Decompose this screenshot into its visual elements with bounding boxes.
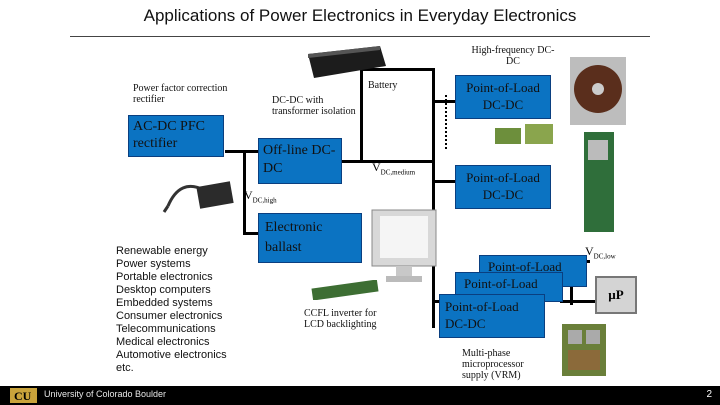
bus-line-to-pol-stack (432, 300, 444, 303)
acdc-pfc-box: AC-DC PFC rectifier (128, 115, 224, 157)
list-item: Consumer electronics (116, 310, 223, 322)
pol-dcdc-box-1: Point-of-Load DC-DC (455, 75, 551, 119)
list-item: Embedded systems (116, 297, 213, 309)
ccfl-board-image (311, 280, 379, 300)
svg-text:CU: CU (14, 389, 32, 403)
vdc-high-sub: DC,high (252, 196, 277, 205)
list-item: Automotive electronics (116, 349, 227, 361)
bus-line-to-pol1 (432, 100, 457, 103)
list-item: Power systems (116, 258, 191, 270)
bus-line-mid-vertical (360, 68, 363, 163)
multiphase-label: Multi-phase microprocessor supply (VRM) (462, 348, 524, 381)
bus-line-to-ballast (243, 232, 261, 235)
list-item: Desktop computers (116, 284, 211, 296)
list-item: Portable electronics (116, 271, 213, 283)
power-factor-label: Power factor correction rectifier (133, 83, 228, 105)
hard-drive-image (570, 57, 626, 125)
bus-line-offline-to-right (340, 160, 435, 163)
monitor-image (371, 209, 437, 282)
vdc-medium-label: VDC,medium (372, 160, 415, 176)
vdc-high-label: VDC,high (244, 188, 277, 204)
vdc-low-sub: DC,low (593, 252, 616, 261)
microprocessor-chip: µP (595, 276, 637, 314)
footer-bar: CU University of Colorado Boulder 2 (0, 386, 720, 405)
list-item: Medical electronics (116, 336, 210, 348)
vdc-medium-sub: DC,medium (380, 168, 416, 177)
battery-label: Battery (368, 80, 398, 91)
ccfl-label: CCFL inverter for LCD backlighting (304, 308, 377, 330)
university-name: University of Colorado Boulder (44, 389, 167, 399)
offline-dcdc-box: Off-line DC-DC (258, 138, 342, 184)
bus-line-pol-to-chip (560, 300, 595, 303)
high-frequency-label: High-frequency DC-DC (471, 45, 555, 67)
telecom-card-image (584, 132, 614, 232)
university-logo-icon: CU (10, 388, 37, 403)
vdc-low-main: V (585, 244, 594, 258)
list-item: Telecommunications (116, 323, 216, 335)
vrm-board-image (562, 324, 606, 376)
electronic-ballast-box: Electronic ballast (258, 213, 362, 263)
bus-line-acdc-to-offline (225, 150, 260, 153)
power-adapter-image (162, 181, 234, 213)
title-rule (70, 36, 650, 37)
vdc-high-main: V (244, 188, 253, 202)
list-item: Renewable energy (116, 245, 208, 257)
slide-title: Applications of Power Electronics in Eve… (143, 6, 577, 25)
battery-image (308, 46, 386, 78)
dcdc-isolation-label: DC-DC with transformer isolation (272, 95, 356, 117)
list-item: etc. (116, 362, 134, 374)
bus-line-high-vertical (243, 150, 246, 235)
bus-line-top (360, 68, 435, 71)
vdc-medium-main: V (372, 160, 381, 174)
bus-line-to-pol2 (432, 180, 457, 183)
pol-module-image-1 (495, 124, 553, 144)
applications-list: Renewable energy Power systems Portable … (116, 245, 227, 375)
vdc-low-label: VDC,low (585, 244, 616, 260)
pol-dcdc-box-2: Point-of-Load DC-DC (455, 165, 551, 209)
dotted-separator (445, 95, 447, 150)
pol-stack-front: Point-of-Load DC-DC (439, 294, 545, 338)
bus-line-vertical-right (432, 68, 435, 328)
slide-number: 2 (706, 389, 712, 400)
